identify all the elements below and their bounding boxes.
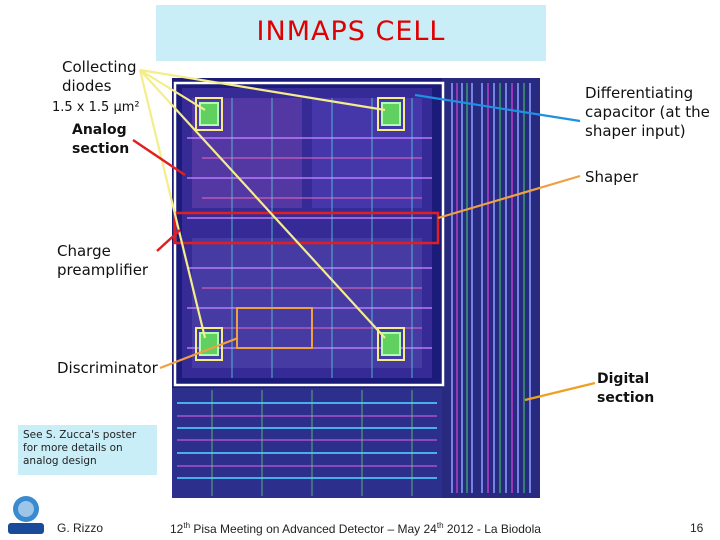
superb-logo [8, 496, 44, 534]
label-digital-section: Digital section [597, 371, 655, 406]
page-number: 16 [690, 521, 704, 535]
slide-title: INMAPS CELL [256, 16, 446, 47]
chip-layout-image [172, 78, 540, 498]
label-discriminator: Discriminator [57, 359, 158, 377]
footer-author: G. Rizzo [57, 521, 104, 535]
label-shaper: Shaper [585, 168, 639, 186]
label-charge-preamplifier: Charge preamplifier [57, 242, 149, 279]
title-banner [156, 5, 546, 61]
footer-conference: 12th Pisa Meeting on Advanced Detector –… [170, 521, 541, 536]
label-differentiating-capacitor: Differentiating capacitor (at the shaper… [585, 84, 710, 140]
label-collecting-diodes: Collecting diodes [62, 58, 137, 95]
label-diode-size: 1.5 x 1.5 µm² [52, 100, 140, 115]
poster-note: See S. Zucca's poster for more details o… [18, 425, 157, 475]
label-analog-section: Analog section [72, 122, 130, 157]
